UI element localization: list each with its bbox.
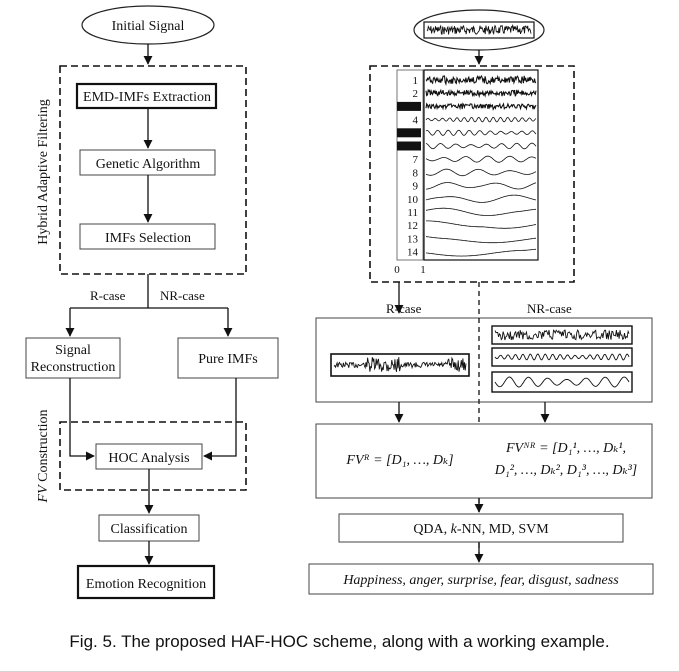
imf-selected-bar-6 bbox=[397, 141, 421, 151]
imf-waveform-7 bbox=[425, 155, 537, 163]
imf-waveform-frame bbox=[423, 69, 539, 261]
imf-waveform-4 bbox=[425, 116, 537, 123]
emotion-recognition-label: Emotion Recognition bbox=[86, 577, 206, 592]
imf-number-12: 12 bbox=[407, 220, 418, 232]
imf-waveform-8 bbox=[425, 168, 537, 177]
pure-imfs-label: Pure IMFs bbox=[198, 352, 258, 367]
imf-selected-bar-3 bbox=[397, 101, 421, 111]
left-flowchart: Initial Signal Hybrid Adaptive Filtering… bbox=[25, 5, 279, 600]
fv-nr-formula-line2: D₁², …, Dₖ², D₁³, …, Dₖ³] bbox=[494, 463, 638, 478]
haf-dashed-box bbox=[59, 65, 247, 275]
right-r-case-label: R-case bbox=[386, 301, 422, 316]
genetic-algorithm-label: Genetic Algorithm bbox=[96, 157, 201, 172]
imf-selected-bar-5 bbox=[397, 128, 421, 138]
imf-number-8: 8 bbox=[413, 167, 419, 179]
classifiers-label: QDA, k-NN, MD, SVM bbox=[413, 522, 549, 537]
imf-number-10: 10 bbox=[407, 194, 419, 206]
signal-reconstruction-line1: Signal bbox=[55, 343, 91, 358]
axis-tick-0: 0 bbox=[394, 264, 400, 276]
nr-imf-waveform-1 bbox=[494, 329, 630, 341]
classification-label: Classification bbox=[111, 522, 188, 537]
imf-waveform-5 bbox=[425, 129, 537, 136]
classification-box bbox=[98, 514, 200, 542]
imf-number-4: 4 bbox=[413, 115, 419, 127]
imf-axis-frame bbox=[396, 69, 424, 261]
imf-panel: 1234567891011121314 0 1 bbox=[394, 69, 539, 276]
emotions-label: Happiness, anger, surprise, fear, disgus… bbox=[342, 573, 619, 588]
emotion-recognition-box bbox=[76, 564, 216, 600]
imf-number-11: 11 bbox=[407, 207, 418, 219]
imf-waveform-2 bbox=[425, 88, 537, 99]
imf-number-14: 14 bbox=[407, 247, 419, 259]
reconstructed-signal-thumbnail bbox=[330, 353, 470, 377]
figure-caption: Fig. 5. The proposed HAF-HOC scheme, alo… bbox=[69, 632, 610, 651]
left-r-case-label: R-case bbox=[90, 288, 126, 303]
fv-construction-dashed-box bbox=[59, 421, 247, 491]
imf-number-9: 9 bbox=[413, 181, 419, 193]
imf-number-2: 2 bbox=[413, 88, 419, 100]
feature-vector-box bbox=[315, 423, 653, 499]
right-nr-case-label: NR-case bbox=[527, 301, 572, 316]
hoc-analysis-box bbox=[95, 443, 203, 470]
imf-number-7: 7 bbox=[413, 154, 419, 166]
imf-waveform-9 bbox=[426, 182, 537, 190]
imfs-selection-label: IMFs Selection bbox=[105, 231, 191, 246]
imf-waveform-6 bbox=[425, 142, 537, 150]
haf-label: Hybrid Adaptive Filtering bbox=[36, 99, 51, 244]
signal-reconstruction-box bbox=[25, 337, 121, 379]
imf-waveform-11 bbox=[425, 207, 536, 216]
emotions-box bbox=[308, 563, 654, 595]
axis-tick-1: 1 bbox=[420, 264, 426, 276]
fv-nr-formula-line1: FVᴺᴿ = [D₁¹, …, Dₖ¹, bbox=[505, 441, 626, 456]
imf-waveform-14 bbox=[425, 248, 537, 257]
imf-number-1: 1 bbox=[413, 75, 419, 87]
imfs-selection-box bbox=[79, 223, 216, 250]
nr-imf-waveform-2 bbox=[494, 353, 630, 361]
imf-waveform-12 bbox=[426, 220, 537, 229]
signal-reconstruction-line2: Reconstruction bbox=[31, 360, 116, 375]
genetic-algorithm-box bbox=[79, 149, 216, 176]
imf-waveform-13 bbox=[425, 236, 537, 244]
emd-imfs-extraction-label: EMD-IMFs Extraction bbox=[83, 90, 211, 105]
fv-construction-label: FV Construction bbox=[36, 410, 51, 504]
haf-hoc-diagram: Initial Signal Hybrid Adaptive Filtering… bbox=[25, 5, 654, 600]
imf-example-dashed-box bbox=[369, 65, 575, 283]
reconstructed-signal-waveform bbox=[333, 356, 467, 372]
left-nr-case-label: NR-case bbox=[160, 288, 205, 303]
classifiers-box bbox=[338, 513, 624, 543]
imf-waveform-3 bbox=[425, 102, 537, 111]
pure-imfs-box bbox=[177, 337, 279, 379]
initial-signal-label: Initial Signal bbox=[112, 19, 185, 34]
raw-signal-waveform bbox=[426, 23, 532, 35]
imf-waveform-10 bbox=[425, 194, 537, 203]
right-flowchart: 1234567891011121314 0 1 R-case NR-case F… bbox=[308, 9, 654, 595]
imf-waveform-1 bbox=[425, 74, 537, 86]
fv-r-formula: FVᴿ = [D₁, …, Dₖ] bbox=[345, 453, 453, 468]
hoc-analysis-label: HOC Analysis bbox=[108, 451, 189, 466]
nr-imf-waveform-3 bbox=[494, 376, 630, 388]
emd-imfs-extraction-box bbox=[75, 82, 218, 110]
imf-number-13: 13 bbox=[407, 233, 419, 245]
